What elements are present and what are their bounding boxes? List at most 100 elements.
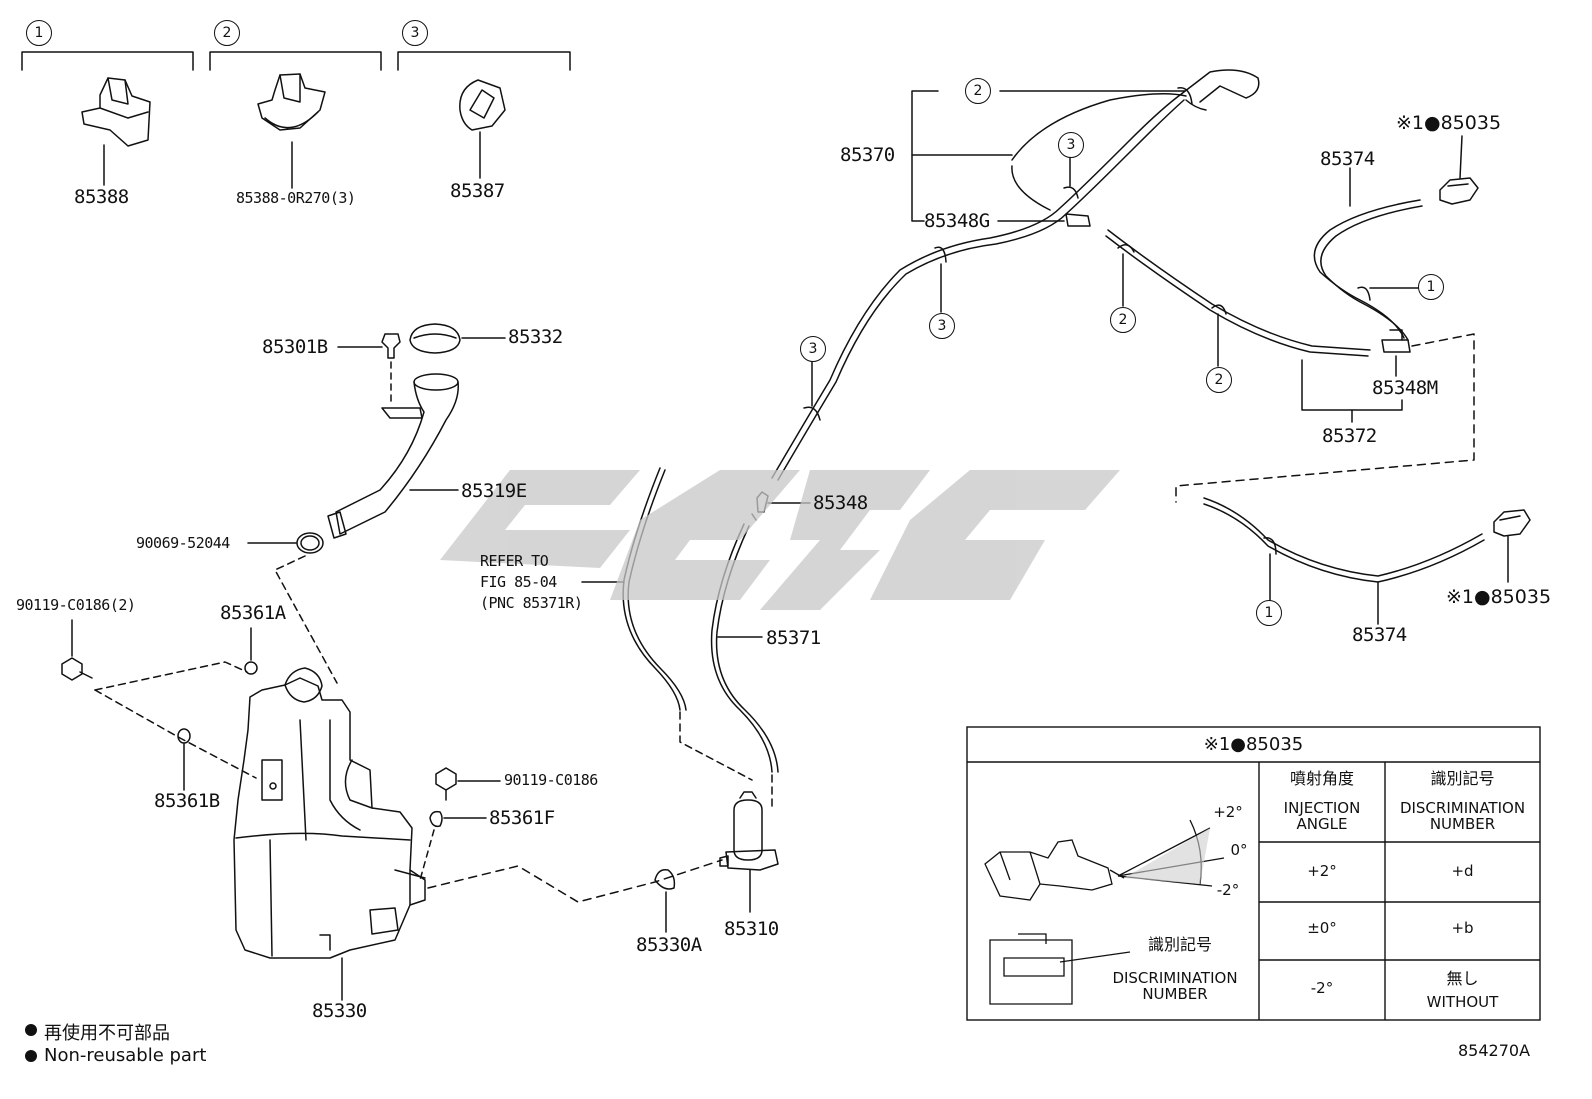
hose-85374-top-outline [1320, 205, 1423, 341]
table-row3-code-jp: 無し [1446, 969, 1479, 988]
spec-table-grid [966, 726, 1541, 1021]
label-85374-top[interactable]: 85374 [1320, 148, 1375, 170]
label-85361a[interactable]: 85361A [220, 602, 286, 624]
label-85035-top[interactable]: ※1●85035 [1396, 112, 1502, 134]
hose-85370-branch [1011, 93, 1187, 161]
group-ref-1: 1 [26, 20, 52, 46]
label-85348[interactable]: 85348 [813, 492, 868, 514]
table-col1-en1: INJECTION [1283, 799, 1361, 817]
hose-85370-drawing [771, 94, 1181, 479]
pump-85310-drawing [679, 711, 779, 913]
label-85388[interactable]: 85388 [74, 186, 129, 208]
hose-85372-outline [1107, 229, 1371, 351]
table-row3-angle: -2° [1310, 979, 1334, 997]
callout-2-c: 2 [1206, 367, 1232, 393]
label-85370[interactable]: 85370 [840, 144, 895, 166]
refer-to-line-1: REFER TO [480, 552, 549, 570]
label-85371[interactable]: 85371 [766, 627, 821, 649]
label-85348m[interactable]: 85348M [1372, 377, 1438, 399]
clamp-2a [1177, 87, 1193, 105]
label-85035-bottom[interactable]: ※1●85035 [1446, 586, 1552, 608]
table-disc-jp: 識別記号 [1147, 935, 1212, 954]
clip-85387-drawing [459, 79, 506, 179]
label-85388-0r270[interactable]: 85388-0R270(3) [236, 189, 356, 207]
table-angle-minus: -2° [1216, 881, 1240, 899]
label-85310[interactable]: 85310 [724, 918, 779, 940]
legend-bullet-1 [25, 1024, 37, 1036]
clamp-2c [1211, 304, 1227, 315]
clamp-3c [803, 406, 821, 421]
callout-3-a: 3 [1058, 132, 1084, 158]
group-bracket-1 [21, 51, 194, 71]
label-85319e[interactable]: 85319E [461, 480, 527, 502]
table-title: ※1●85035 [1203, 734, 1304, 755]
bracket-85370 [911, 90, 939, 222]
label-85372[interactable]: 85372 [1322, 425, 1377, 447]
legend-jp: 再使用不可部品 [44, 1023, 170, 1044]
joint-85348m-drawing [1175, 329, 1475, 503]
callout-2-b: 2 [1110, 307, 1136, 333]
refer-to-line-2[interactable]: FIG 85-04 [480, 573, 557, 591]
hose-85372-drawing [1105, 235, 1369, 357]
table-col2-en2: NUMBER [1429, 815, 1496, 833]
label-85330[interactable]: 85330 [312, 1000, 367, 1022]
group-bracket-3 [397, 51, 571, 71]
table-row3-code: WITHOUT [1426, 993, 1499, 1011]
table-col1-en2: ANGLE [1296, 815, 1348, 833]
nozzle-85035-top-drawing [1439, 135, 1479, 205]
clamp-2b [1117, 244, 1135, 253]
table-col2-en1: DISCRIMINATION [1399, 799, 1526, 817]
label-85361f[interactable]: 85361F [489, 807, 555, 829]
label-85332[interactable]: 85332 [508, 326, 563, 348]
hose-85370-outline [777, 99, 1185, 481]
figure-code: 854270A [1458, 1041, 1531, 1060]
clip-85388-drawing [81, 77, 151, 186]
grommet-85361f-drawing [419, 810, 487, 881]
hose-85374-top-drawing [1313, 199, 1421, 339]
clip-85388-0r270-drawing [257, 73, 326, 189]
tank-to-pump-dashed [427, 859, 723, 903]
table-disc-en1: DISCRIMINATION [1112, 969, 1238, 987]
legend-bullet-2 [25, 1050, 37, 1062]
label-85374-bottom[interactable]: 85374 [1352, 624, 1407, 646]
label-90069-52044[interactable]: 90069-52044 [136, 534, 230, 552]
callout-3-c: 3 [800, 336, 826, 362]
clip-85301b-drawing [337, 333, 401, 406]
table-row1-angle: +2° [1307, 862, 1337, 880]
nozzle-85035-bottom-drawing [1493, 509, 1531, 583]
clamp-3a [934, 246, 947, 263]
table-col2-jp: 識別記号 [1430, 769, 1495, 788]
group-ref-3: 3 [402, 20, 428, 46]
hose-85370-loop [1179, 69, 1260, 103]
washer-tank-85330-drawing [233, 667, 426, 1001]
table-row1-code: +d [1451, 862, 1474, 880]
o-ring-90069-drawing [247, 532, 338, 684]
table-disc-en2: NUMBER [1142, 985, 1208, 1003]
clamp-3b [1063, 186, 1079, 199]
callout-1-top: 1 [1418, 274, 1444, 300]
table-row2-code: +b [1451, 919, 1474, 937]
filler-pipe-85319e-drawing [327, 373, 459, 539]
label-85387[interactable]: 85387 [450, 180, 505, 202]
label-90119-c0186[interactable]: 90119-C0186 [504, 771, 598, 789]
grommet-85361a-drawing [244, 627, 258, 675]
label-85361b[interactable]: 85361B [154, 790, 220, 812]
cap-85332-drawing [409, 323, 506, 354]
watermark-logo [440, 470, 1120, 610]
label-85301b[interactable]: 85301B [262, 336, 328, 358]
callout-3-b: 3 [929, 313, 955, 339]
label-85330a[interactable]: 85330A [636, 934, 702, 956]
bolt-90119-drawing [435, 767, 501, 801]
legend-en: Non-reusable part [44, 1045, 207, 1066]
table-col1-jp: 噴射角度 [1289, 769, 1354, 788]
bolt-90119-2-drawing [61, 619, 257, 779]
joint-85348g-drawing [997, 213, 1091, 227]
label-85348g[interactable]: 85348G [924, 210, 990, 232]
group-ref-2: 2 [214, 20, 240, 46]
label-90119-c0186-2[interactable]: 90119-C0186(2) [16, 596, 136, 614]
callout-1-bottom: 1 [1256, 600, 1282, 626]
clamp-1b [1263, 537, 1277, 555]
grommet-85330a-drawing [654, 868, 676, 933]
